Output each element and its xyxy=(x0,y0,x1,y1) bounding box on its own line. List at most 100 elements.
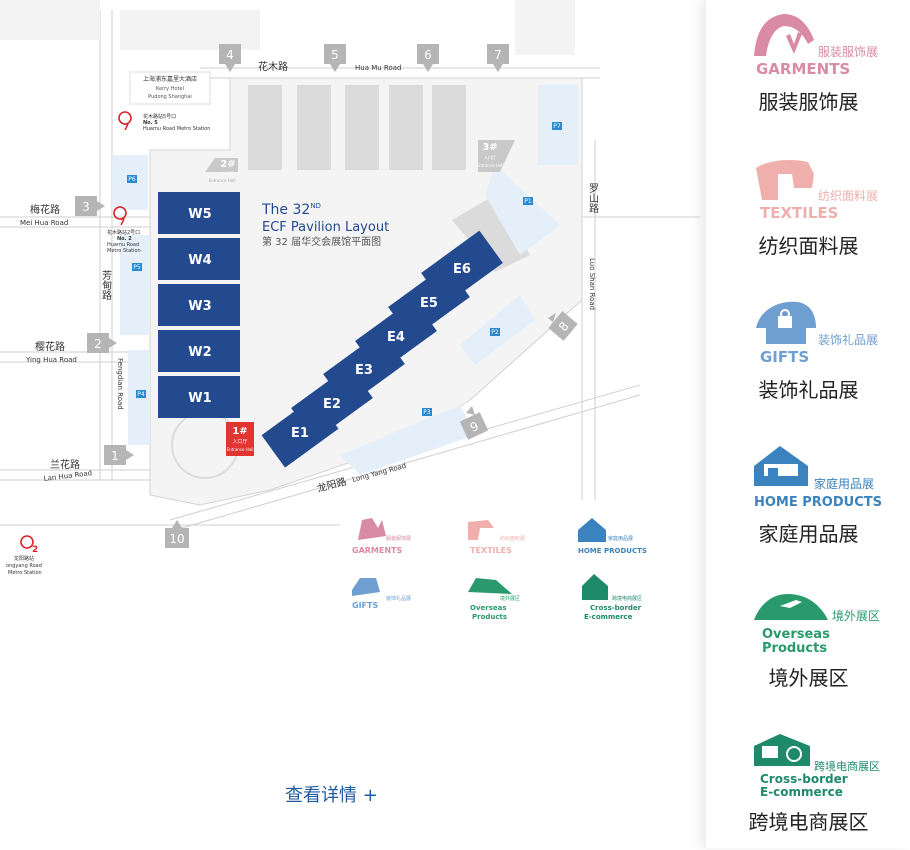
road-label-longyang-cn: 龙阳路 xyxy=(315,475,347,495)
category-overseas[interactable]: 境外展区 Overseas Products 境外展区 xyxy=(706,586,910,706)
parking-lot xyxy=(120,235,150,335)
gate-number: 4 xyxy=(226,48,234,62)
overseas-icon xyxy=(468,578,512,594)
legend-overseas: 境外展区 Overseas Products xyxy=(468,578,520,621)
legend-cn: 服装服饰展 xyxy=(386,535,411,542)
road-label-lanhua-en: Lan Hua Road xyxy=(43,469,92,483)
view-details-link[interactable]: 查看详情 + xyxy=(285,785,378,806)
legend-cn: 装饰礼品展 xyxy=(386,595,411,602)
metro-name-cn: 龙阳路站 xyxy=(14,555,34,562)
map-legend: 服装服饰展 GARMENTS 纺织面料展 TEXTILES 家庭用品展 HOME… xyxy=(352,518,647,621)
category-garments[interactable]: 服装服饰展 GARMENTS 服装服饰展 xyxy=(706,10,910,130)
category-sidebar: 服装服饰展 GARMENTS 服装服饰展 纺织面料展 TEXTILES 纺织面料… xyxy=(705,0,910,848)
category-word: Overseas xyxy=(762,627,830,642)
gate-number: 6 xyxy=(424,48,432,62)
legend-en: GIFTS xyxy=(352,601,378,610)
hall-w3[interactable]: W3 xyxy=(158,284,240,326)
category-sub-cn: 境外展区 xyxy=(832,608,880,623)
gate-8[interactable]: 8 xyxy=(548,311,578,341)
gate-9[interactable]: 9 xyxy=(459,406,489,440)
hall-label: W4 xyxy=(188,253,211,268)
city-block xyxy=(120,10,260,50)
road-label-luoshan-cn: 罗山路 xyxy=(587,183,599,214)
category-cross-border[interactable]: 跨境电商展区 Cross-border E-commerce 跨境电商展区 xyxy=(706,730,910,850)
road-label-meihua-cn: 梅花路 xyxy=(30,203,60,216)
road-line xyxy=(174,394,641,531)
gate-10[interactable]: 10 xyxy=(165,520,189,548)
category-label: 境外展区 xyxy=(768,666,849,690)
legend-garments: 服装服饰展 GARMENTS xyxy=(352,518,411,555)
gate-2[interactable]: 2 xyxy=(87,333,117,353)
entrance-hall-2[interactable]: 2# 入口厅 Entrance Hall xyxy=(205,158,238,183)
west-halls: W5 W4 W3 W2 W1 xyxy=(158,192,240,418)
parking-label: P4 xyxy=(137,391,145,398)
category-word: GIFTS xyxy=(760,348,809,366)
gate-5[interactable]: 5 xyxy=(324,44,346,72)
entrance-hall-1[interactable]: 1# 入口厅 Entrance Hall xyxy=(226,422,254,456)
category-home-products[interactable]: 家庭用品展 HOME PRODUCTS 家庭用品展 xyxy=(706,442,910,562)
category-word2: Products xyxy=(762,641,827,656)
road-label-fangdian-cn: 芳甸路 xyxy=(100,269,112,301)
pavilion-map: W5 W4 W3 W2 W1 E1 E2 E3 E4 E5 E6 The 32N… xyxy=(0,0,700,621)
entrance-en: Entrance Hall xyxy=(227,447,254,452)
hall-e6[interactable]: E6 xyxy=(421,230,503,306)
cross-border-icon xyxy=(582,574,608,600)
category-sub-cn: 纺织面料展 xyxy=(818,189,878,203)
gate-3[interactable]: 3 xyxy=(75,196,105,216)
hall-label: E5 xyxy=(420,296,438,311)
hall-label: E3 xyxy=(355,363,373,378)
gate-4[interactable]: 4 xyxy=(219,44,241,72)
home-products-icon: 家庭用品展 HOME PRODUCTS xyxy=(754,446,882,510)
hall-label: E4 xyxy=(387,330,405,345)
north-buildings xyxy=(248,85,466,170)
hall-w2[interactable]: W2 xyxy=(158,330,240,372)
map-canvas: W5 W4 W3 W2 W1 E1 E2 E3 E4 E5 E6 The 32N… xyxy=(0,0,700,621)
gate-number: 7 xyxy=(494,48,502,62)
gate-7[interactable]: 7 xyxy=(487,44,509,72)
hall-w1[interactable]: W1 xyxy=(158,376,240,418)
metro-longyang: 2 龙阳路站 ongyang Road Metro Station xyxy=(6,535,42,576)
category-word: TEXTILES xyxy=(760,204,838,222)
legend-textiles: 纺织面料展 TEXTILES xyxy=(468,520,525,555)
hall-w4[interactable]: W4 xyxy=(158,238,240,280)
hall-w5[interactable]: W5 xyxy=(158,192,240,234)
garments-icon xyxy=(358,518,386,540)
legend-en: HOME PRODUCTS xyxy=(578,547,647,555)
parking-label: P7 xyxy=(553,123,561,130)
hotel-name-en: Kerry Hotel xyxy=(156,86,184,92)
gate-number: 10 xyxy=(169,532,184,546)
kerry-hotel: 上海浦东嘉里大酒店 Kerry Hotel Pudong Shanghai xyxy=(129,71,211,105)
legend-cn: 境外展区 xyxy=(500,595,520,602)
metro-huamu-2: 7 花木路站2号口 No. 2 Huamu Road Metro Station xyxy=(107,206,141,254)
hall-label: E2 xyxy=(323,397,341,412)
legend-en: Cross-border xyxy=(590,604,642,612)
gate-1[interactable]: 1 xyxy=(104,445,134,465)
metro-line: 7 xyxy=(119,218,125,228)
road-label-fangdian-en: Fengdian Road xyxy=(116,358,124,410)
entrance-hall-3[interactable]: 3# 入口厅 Entrance Hall xyxy=(477,140,515,172)
category-gifts[interactable]: 装饰礼品展 GIFTS 装饰礼品展 xyxy=(706,298,910,418)
category-textiles[interactable]: 纺织面料展 TEXTILES 纺织面料展 xyxy=(706,154,910,274)
metro-exit: No. 2 xyxy=(117,236,132,242)
category-label: 家庭用品展 xyxy=(758,522,859,546)
entrance-en: Entrance Hall xyxy=(209,178,236,183)
category-word: Cross-border xyxy=(760,772,848,786)
metro-name-cn: 花木路站5号口 xyxy=(143,113,176,120)
legend-en2: E-commerce xyxy=(584,613,633,621)
garments-icon: 服装服饰展 GARMENTS xyxy=(754,14,878,78)
metro-name-cn: 花木路站2号口 xyxy=(107,229,140,236)
category-label: 装饰礼品展 xyxy=(758,378,859,402)
category-word: GARMENTS xyxy=(756,60,850,78)
legend-cn: 跨境电商展区 xyxy=(612,595,642,602)
gate-number: 2 xyxy=(94,337,102,351)
entrance-num: 1# xyxy=(232,426,247,437)
category-sub-cn: 装饰礼品展 xyxy=(818,332,878,347)
parking-label: P3 xyxy=(423,409,431,416)
home-products-icon xyxy=(578,518,606,542)
north-building xyxy=(248,85,282,170)
road-label-huamu-cn: 花木路 xyxy=(258,60,288,73)
hall-label: W3 xyxy=(188,299,211,314)
gate-6[interactable]: 6 xyxy=(417,44,439,72)
metro-name-en2: Metro Station xyxy=(107,248,141,254)
hotel-name-cn: 上海浦东嘉里大酒店 xyxy=(143,75,197,83)
